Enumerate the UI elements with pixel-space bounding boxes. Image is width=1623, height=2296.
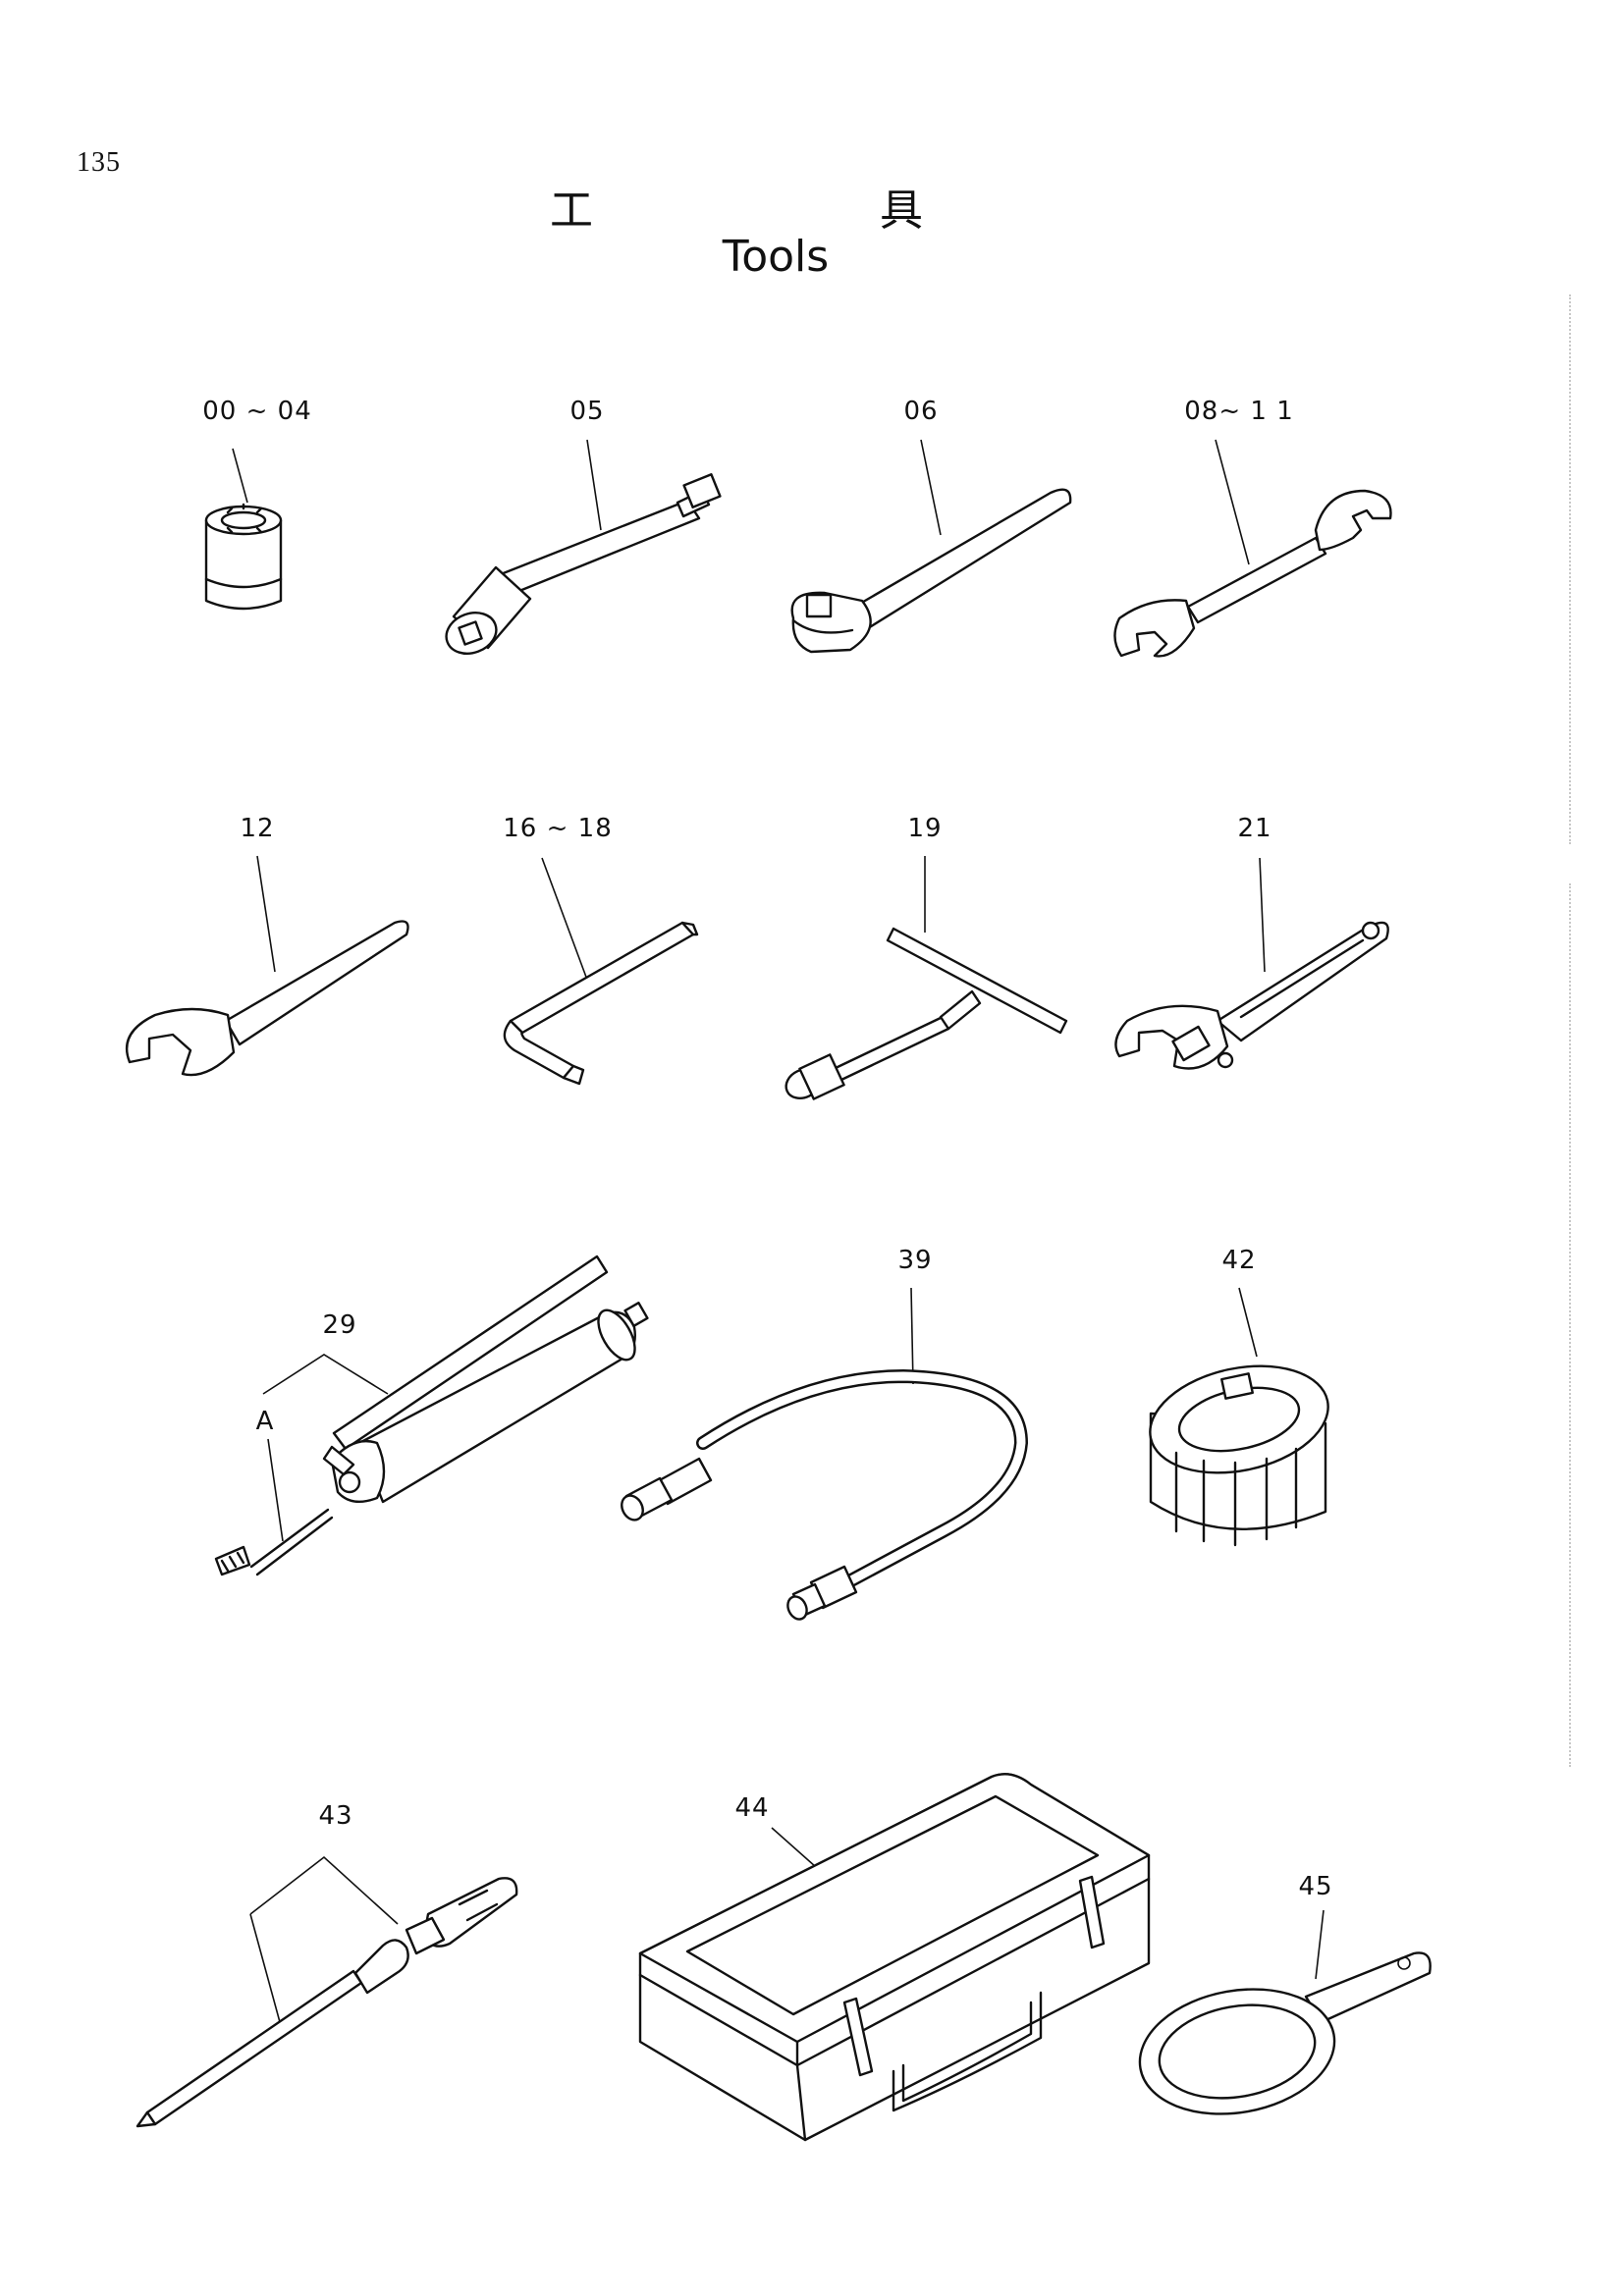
part-43: 43: [135, 1801, 518, 2128]
hex-key-icon: [503, 921, 699, 1086]
part-16-18: 16 ~ 18: [503, 814, 699, 1086]
extension-bar-icon: [445, 473, 722, 655]
part-label-05: 05: [569, 397, 604, 426]
scan-edge-mark: [1569, 294, 1573, 844]
screwdriver-icon: [135, 1877, 518, 2128]
title-jp-char-2: 具: [880, 186, 923, 236]
leader-line: [249, 1913, 281, 2023]
socket-icon: [204, 503, 283, 611]
single-open-wrench-icon: [125, 920, 409, 1077]
part-label-42: 42: [1221, 1246, 1256, 1275]
leader-line: [249, 1855, 399, 1925]
part-19: 19: [784, 814, 1068, 1100]
part-label-21: 21: [1237, 814, 1271, 843]
part-label-08-11: 08~ 1 1: [1184, 397, 1293, 426]
leader-line: [232, 448, 248, 504]
part-08-11: 08~ 1 1: [1113, 397, 1392, 658]
leader-line: [1238, 1287, 1258, 1358]
ratchet-handle-icon: [790, 488, 1072, 654]
page-title-en: Tools: [722, 232, 830, 282]
part-29: 29 A: [214, 1255, 649, 1576]
part-39: 39: [621, 1246, 1028, 1621]
title-jp-char-1: 工: [550, 186, 593, 236]
part-45: 45: [1138, 1872, 1432, 2115]
leader-line: [586, 439, 602, 531]
part-label-19: 19: [907, 814, 942, 843]
leader-line: [1259, 857, 1266, 973]
part-label-44: 44: [734, 1793, 769, 1823]
part-label-45: 45: [1298, 1872, 1332, 1901]
double-open-wrench-icon: [1113, 489, 1392, 658]
part-44: 44: [638, 1773, 1151, 2142]
leader-line: [256, 855, 276, 973]
part-label-16-18: 16 ~ 18: [503, 814, 612, 843]
page-number: 135: [77, 147, 121, 178]
t-handle-wrench-icon: [784, 927, 1068, 1100]
filter-wrench-cup-icon: [1149, 1364, 1329, 1547]
grease-gun-nozzle-icon: [214, 1545, 251, 1576]
scan-edge-mark: [1569, 883, 1573, 1767]
ring-spanner-icon: [1138, 1951, 1432, 2115]
tool-box-icon: [638, 1773, 1151, 2142]
grease-hose-icon: [621, 1369, 1028, 1621]
leader-line: [267, 1438, 284, 1542]
part-42: 42: [1149, 1246, 1329, 1547]
part-label-A: A: [256, 1407, 275, 1436]
part-label-43: 43: [318, 1801, 352, 1831]
part-00-04: 00 ~ 04: [202, 397, 311, 611]
grease-gun-icon: [249, 1255, 649, 1576]
part-label-06: 06: [903, 397, 938, 426]
leader-line: [920, 439, 942, 536]
part-05: 05: [445, 397, 722, 655]
leader-line: [1315, 1909, 1325, 1980]
part-label-00-04: 00 ~ 04: [202, 397, 311, 426]
part-label-39: 39: [897, 1246, 932, 1275]
part-21: 21: [1114, 814, 1389, 1070]
part-06: 06: [790, 397, 1072, 654]
adjustable-wrench-icon: [1114, 921, 1389, 1070]
part-label-29: 29: [322, 1310, 356, 1340]
part-label-12: 12: [240, 814, 274, 843]
leader-line: [1215, 439, 1250, 565]
leader-line: [541, 857, 588, 981]
leader-line: [262, 1354, 389, 1395]
leader-line: [910, 1287, 914, 1385]
part-12: 12: [125, 814, 409, 1077]
page-title-jp: 工 具: [550, 175, 923, 238]
